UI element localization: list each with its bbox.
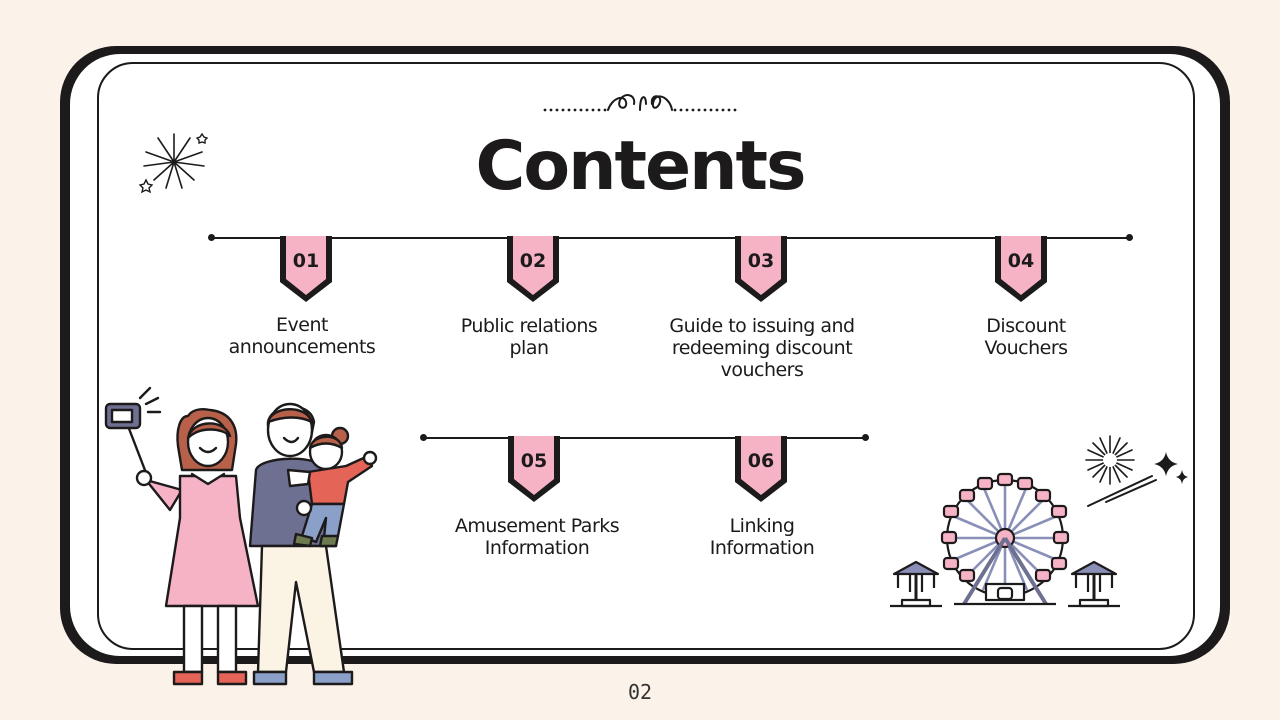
item-03-number: 03 <box>747 250 775 272</box>
family-selfie-illustration <box>100 386 380 694</box>
item-02-number: 02 <box>519 250 547 272</box>
item-05-number: 05 <box>520 450 548 472</box>
timeline-rule-top <box>212 237 1130 239</box>
item-06-tag[interactable]: 06 <box>733 436 789 504</box>
fireworks-icon <box>136 126 212 200</box>
timeline-rule-bottom <box>424 437 866 439</box>
sparkle-icon <box>1084 448 1194 518</box>
item-04-number: 04 <box>1007 250 1035 272</box>
ferris-wheel-illustration <box>888 470 1122 616</box>
slide-frame-border <box>97 62 1195 650</box>
timeline-dot <box>862 434 869 441</box>
item-06-number: 06 <box>747 450 775 472</box>
item-04-tag[interactable]: 04 <box>993 236 1049 304</box>
item-01-number: 01 <box>292 250 320 272</box>
item-01-tag[interactable]: 01 <box>278 236 334 304</box>
timeline-dot <box>420 434 427 441</box>
item-03-tag[interactable]: 03 <box>733 236 789 304</box>
item-02-tag[interactable]: 02 <box>505 236 561 304</box>
page-number: 02 <box>627 680 653 704</box>
ornament-divider-icon <box>540 88 740 118</box>
timeline-dot <box>1126 234 1133 241</box>
item-05-tag[interactable]: 05 <box>506 436 562 504</box>
timeline-dot <box>208 234 215 241</box>
firework-burst-icon <box>1084 434 1136 490</box>
page-title: Contents <box>475 127 806 206</box>
